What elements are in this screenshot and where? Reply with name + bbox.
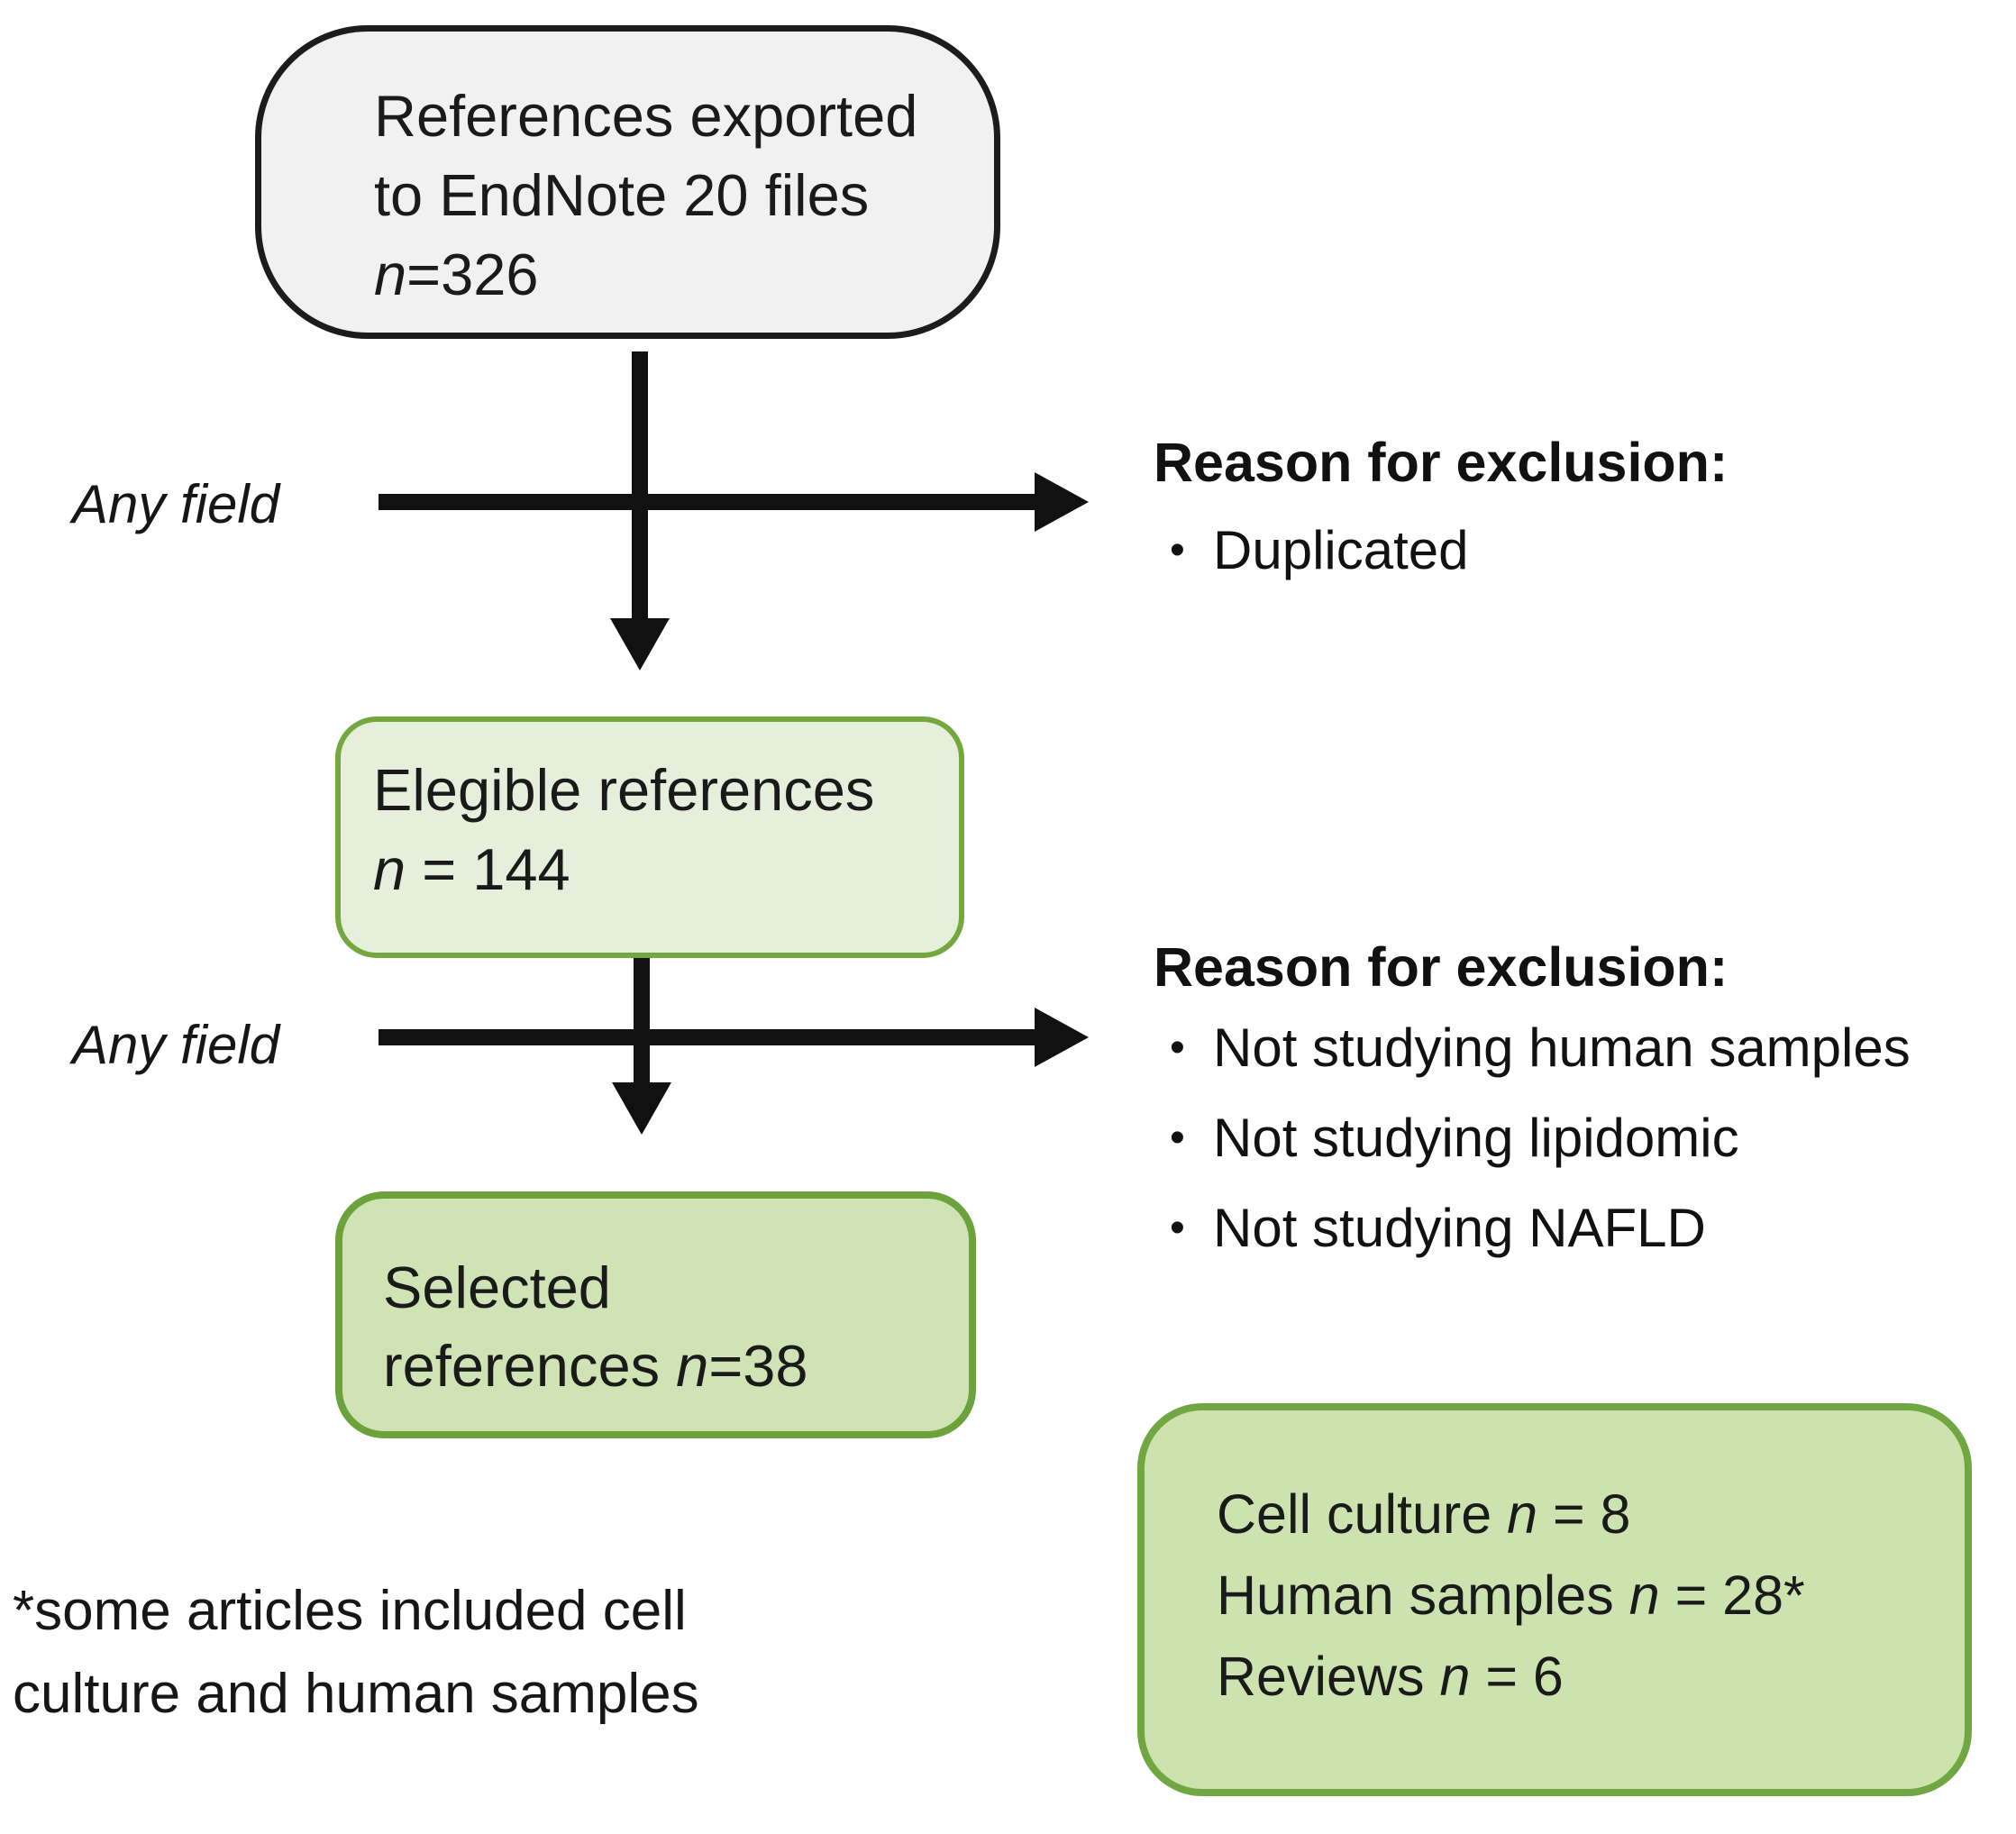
any-field-label-1: Any field	[72, 474, 280, 534]
footnote-line2: culture and human samples	[13, 1663, 699, 1725]
down-arrow-shaft-2	[634, 958, 650, 1082]
right-arrow-shaft-2	[379, 1029, 1036, 1045]
exclusion2-item-lipidomic: • Not studying lipidomic	[1154, 1098, 2010, 1179]
selected-box-line1: Selected	[383, 1255, 611, 1320]
any-field-label-2: Any field	[72, 1015, 280, 1075]
results-row-label: Reviews	[1217, 1646, 1440, 1707]
exclusion1-item-text: Duplicated	[1213, 520, 1469, 580]
results-row-value: = 6	[1470, 1646, 1564, 1707]
start-box-count-value: =326	[406, 242, 539, 307]
start-box-line2: to EndNote 20 files	[374, 162, 870, 228]
results-row-value: = 28*	[1659, 1565, 1805, 1626]
exclusion2-item-text: Not studying human samples	[1213, 1017, 1911, 1078]
bullet-icon: •	[1170, 1204, 1185, 1252]
results-row-cell-culture: Cell culture n = 8	[1217, 1474, 1947, 1555]
exclusion-title-2: Reason for exclusion:	[1154, 936, 1729, 998]
results-row-label: Cell culture	[1217, 1483, 1508, 1545]
selected-references-box: Selected references n=38	[335, 1191, 976, 1438]
exclusion2-item-text: Not studying lipidomic	[1213, 1108, 1739, 1168]
bullet-icon: •	[1170, 1114, 1185, 1162]
n-symbol: n	[373, 836, 406, 902]
footnote-line1: *some articles included cell	[13, 1580, 687, 1642]
eligible-box-line1: Elegible references	[373, 757, 875, 823]
right-arrow-icon-1	[1035, 472, 1089, 532]
results-breakdown-box: Cell culture n = 8 Human samples n = 28*…	[1137, 1403, 1972, 1796]
n-symbol: n	[1439, 1646, 1471, 1707]
exclusion1-item-duplicated: • Duplicated	[1154, 510, 2010, 591]
start-box-line1: References exported	[374, 83, 918, 149]
results-row-label: Human samples	[1217, 1565, 1629, 1626]
results-row-human-samples: Human samples n = 28*	[1217, 1555, 1947, 1636]
n-symbol: n	[374, 242, 407, 307]
bullet-icon: •	[1170, 1024, 1185, 1072]
selected-box-line2-text: references	[383, 1333, 677, 1399]
exclusion-reasons-2: Reason for exclusion: • Not studying hum…	[1154, 935, 2010, 1269]
right-arrow-shaft-1	[379, 494, 1036, 510]
eligible-box-count: n = 144	[373, 830, 941, 909]
exclusion2-item-text: Not studying NAFLD	[1213, 1198, 1706, 1258]
results-row-value: = 8	[1537, 1483, 1631, 1545]
down-arrow-shaft-1	[632, 351, 648, 618]
n-symbol: n	[676, 1333, 709, 1399]
eligible-box-count-value: = 144	[406, 836, 570, 902]
n-symbol: n	[1628, 1565, 1660, 1626]
eligible-references-box: Elegible references n = 144	[335, 716, 964, 958]
n-symbol: n	[1507, 1483, 1538, 1545]
bullet-icon: •	[1170, 526, 1185, 574]
selected-box-line2: references n=38	[383, 1327, 951, 1405]
down-arrow-icon	[610, 618, 670, 671]
exclusion2-item-human-samples: • Not studying human samples	[1154, 1008, 2010, 1089]
exclusion-title-1: Reason for exclusion:	[1154, 432, 1729, 493]
down-arrow-icon	[612, 1082, 671, 1135]
results-row-reviews: Reviews n = 6	[1217, 1636, 1947, 1717]
start-box-count: n=326	[374, 235, 967, 315]
references-exported-box: References exported to EndNote 20 files …	[255, 25, 1000, 339]
right-arrow-icon-2	[1035, 1008, 1089, 1067]
selected-box-count-value: =38	[708, 1333, 808, 1399]
footnote: *some articles included cell culture and…	[13, 1570, 699, 1736]
exclusion-reasons-1: Reason for exclusion: • Duplicated	[1154, 431, 2010, 591]
exclusion2-item-nafld: • Not studying NAFLD	[1154, 1188, 2010, 1269]
